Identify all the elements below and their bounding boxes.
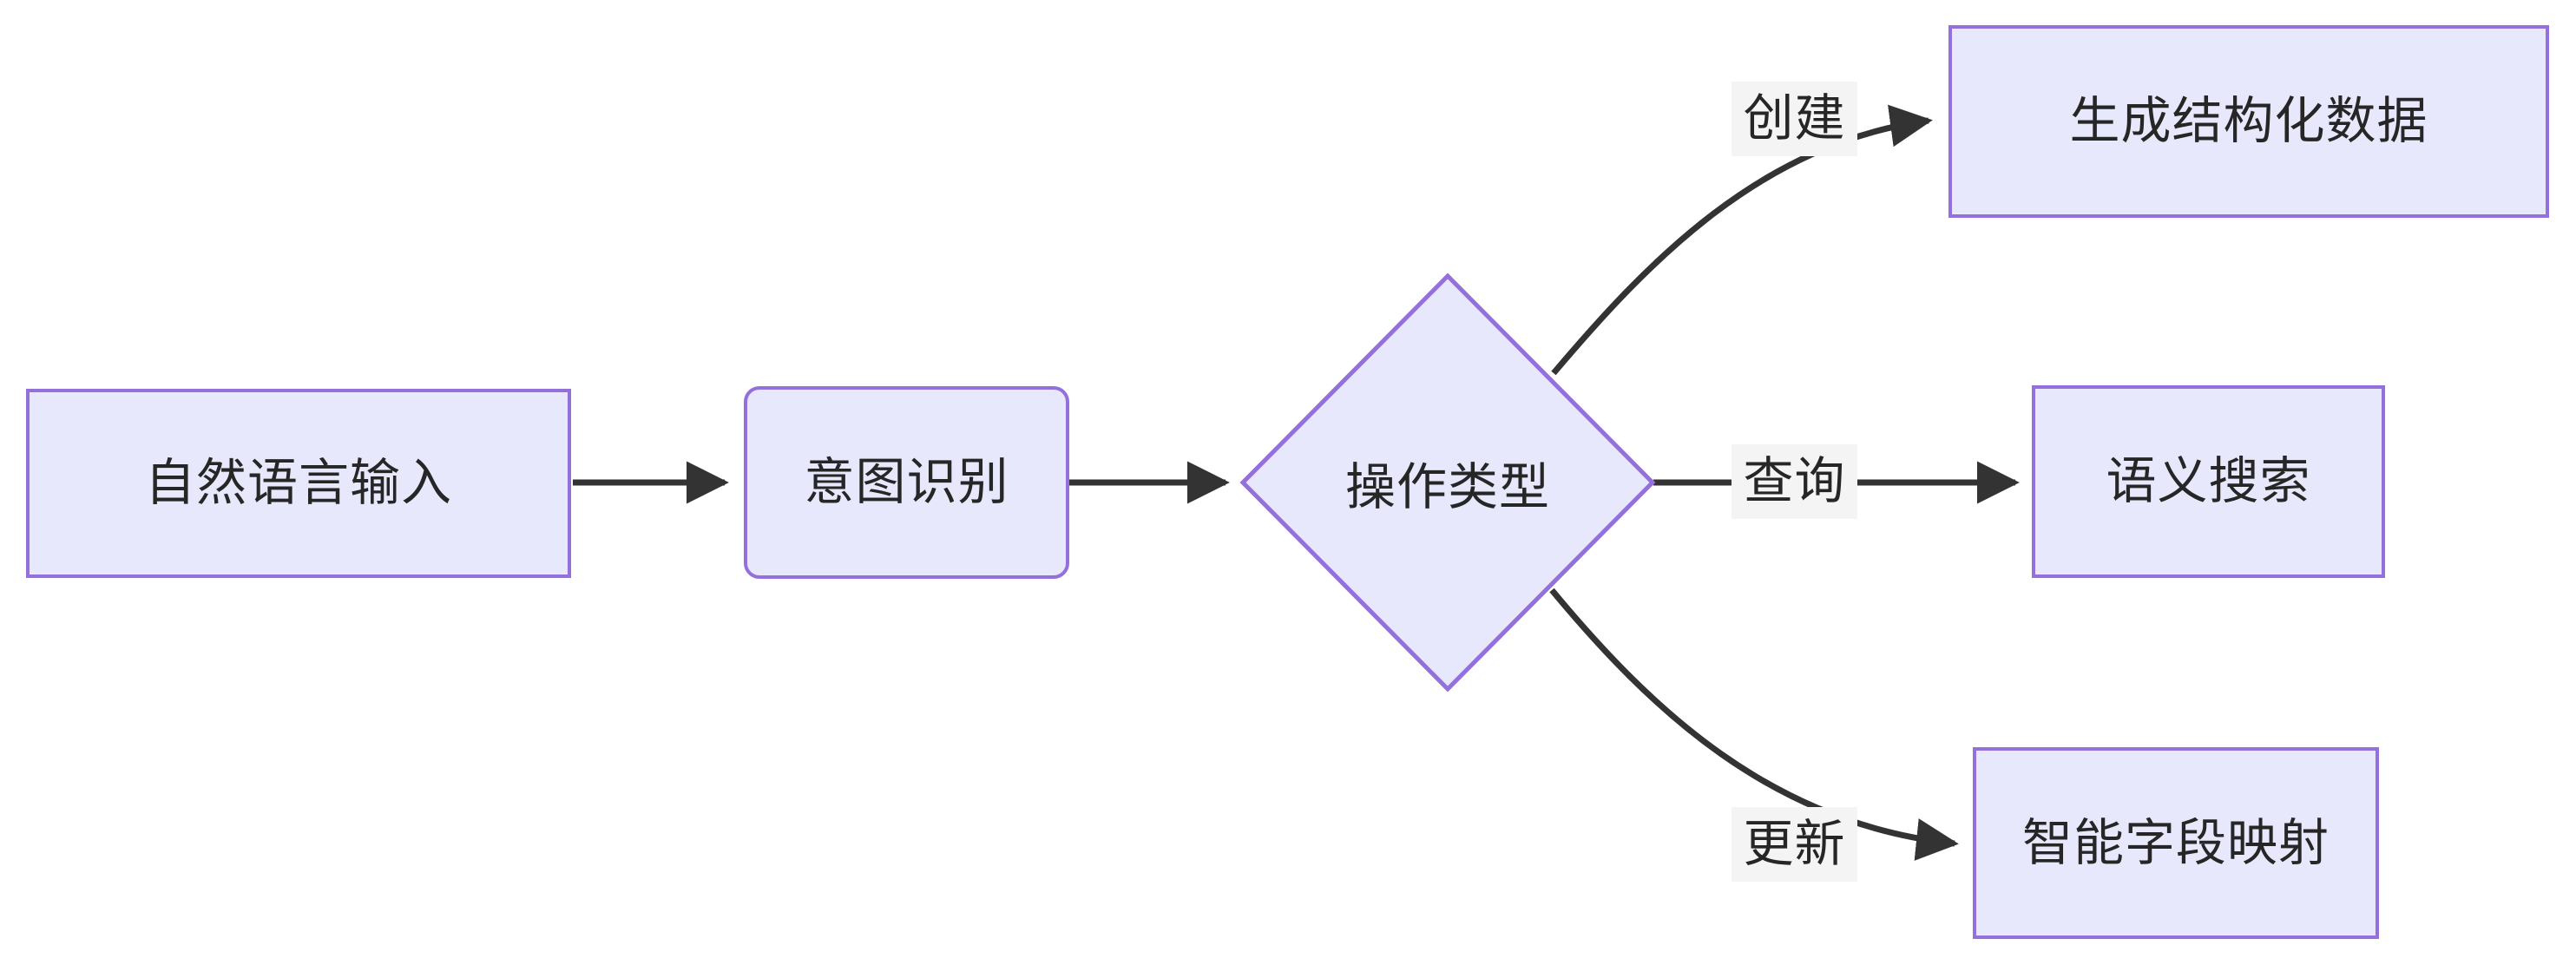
edge-label-update: 更新 (1732, 807, 1857, 882)
node-search-label: 语义搜索 (2106, 453, 2311, 510)
node-intent[interactable]: 意图识别 (744, 386, 1069, 579)
node-input-label: 自然语言输入 (144, 455, 452, 512)
node-create[interactable]: 生成结构化数据 (1948, 25, 2549, 218)
node-create-label: 生成结构化数据 (2069, 93, 2428, 150)
node-optype[interactable]: 操作类型 (1243, 276, 1653, 689)
node-optype-label: 操作类型 (1344, 459, 1550, 515)
node-mapping[interactable]: 智能字段映射 (1973, 747, 2379, 939)
edge-label-create: 创建 (1732, 82, 1857, 156)
node-mapping-label: 智能字段映射 (2021, 814, 2330, 871)
edge-label-search: 查询 (1732, 444, 1857, 519)
node-input[interactable]: 自然语言输入 (26, 389, 571, 578)
node-intent-label: 意图识别 (804, 454, 1009, 511)
node-search[interactable]: 语义搜索 (2032, 385, 2385, 578)
